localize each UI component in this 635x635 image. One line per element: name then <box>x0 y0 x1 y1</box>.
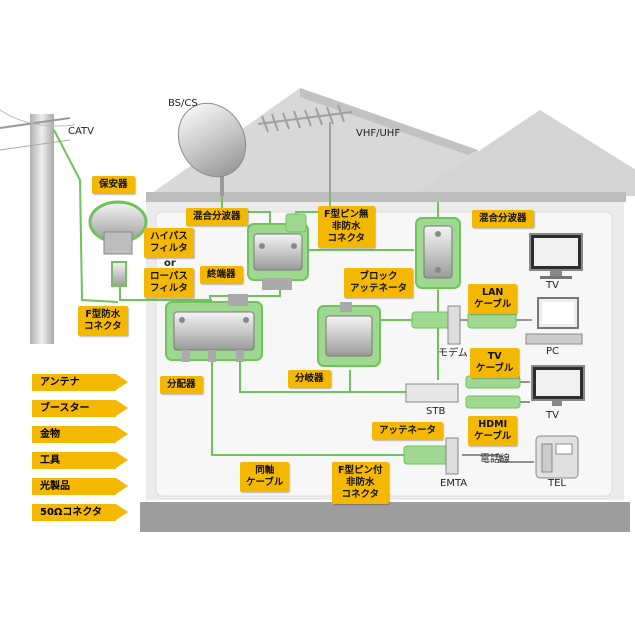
tag-attenuator: アッテネータ <box>372 422 444 440</box>
tv-2-label: TV <box>546 410 559 421</box>
tag-lan-cable: LAN ケーブル <box>468 284 518 314</box>
pc-label: PC <box>546 346 560 357</box>
tel <box>535 435 579 479</box>
legend-hardware[interactable]: 金物 <box>32 426 128 443</box>
tag-coax-cable: 同軸 ケーブル <box>240 462 290 492</box>
tag-block-attenuator: ブロック アッテネータ <box>344 268 414 298</box>
pc <box>525 297 583 345</box>
legend-50ohm-connector[interactable]: 50Ωコネクタ <box>32 504 128 521</box>
tv-1 <box>529 233 583 279</box>
tag-terminator: 終端器 <box>200 266 243 284</box>
tv-1-label: TV <box>546 280 559 291</box>
bs-cs-dish <box>177 102 247 196</box>
vhf-uhf-label: VHF/UHF <box>356 128 401 139</box>
tag-hdmi-cable: HDMI ケーブル <box>468 416 518 446</box>
modem <box>447 305 461 345</box>
stb <box>405 383 459 403</box>
tel-label: TEL <box>548 478 566 489</box>
phone-line-label: 電話線 <box>480 454 510 465</box>
bs-cs-label: BS/CS <box>168 98 198 109</box>
legend-antenna[interactable]: アンテナ <box>32 374 128 391</box>
tag-branch: 分岐器 <box>288 370 331 388</box>
legend-optical-products[interactable]: 光製品 <box>32 478 128 495</box>
mixer-right-device <box>415 217 461 289</box>
tag-protector: 保安器 <box>92 176 135 194</box>
mixer-top-device <box>247 223 309 290</box>
catv-label: CATV <box>68 126 94 137</box>
utility-pole <box>0 109 76 344</box>
stb-label: STB <box>426 406 446 417</box>
tag-distributor: 分配器 <box>160 376 203 394</box>
emta <box>445 437 459 475</box>
vhf-uhf-antenna <box>257 104 353 196</box>
modem-label: モデム <box>438 348 468 359</box>
tag-high-pass-filter: ハイパス フィルタ <box>144 228 194 258</box>
branch-device <box>317 302 381 367</box>
distributor-device <box>165 294 263 362</box>
or-label: or <box>164 258 176 269</box>
tag-f-pin-with-connector: F型ピン付 非防水 コネクタ <box>332 462 389 504</box>
legend-tools[interactable]: 工具 <box>32 452 128 469</box>
tag-mixer-top: 混合分波器 <box>186 208 248 226</box>
tag-f-waterproof-connector: F型防水 コネクタ <box>78 306 128 336</box>
tv-2 <box>531 365 585 406</box>
emta-label: EMTA <box>440 478 468 489</box>
tag-tv-cable: TV ケーブル <box>470 348 520 378</box>
protector-device <box>88 200 148 287</box>
tag-low-pass-filter: ローパス フィルタ <box>144 268 194 298</box>
tag-f-pin-none-connector: F型ピン無 非防水 コネクタ <box>318 206 375 248</box>
tag-mixer-right: 混合分波器 <box>472 210 534 228</box>
legend-booster[interactable]: ブースター <box>32 400 128 417</box>
